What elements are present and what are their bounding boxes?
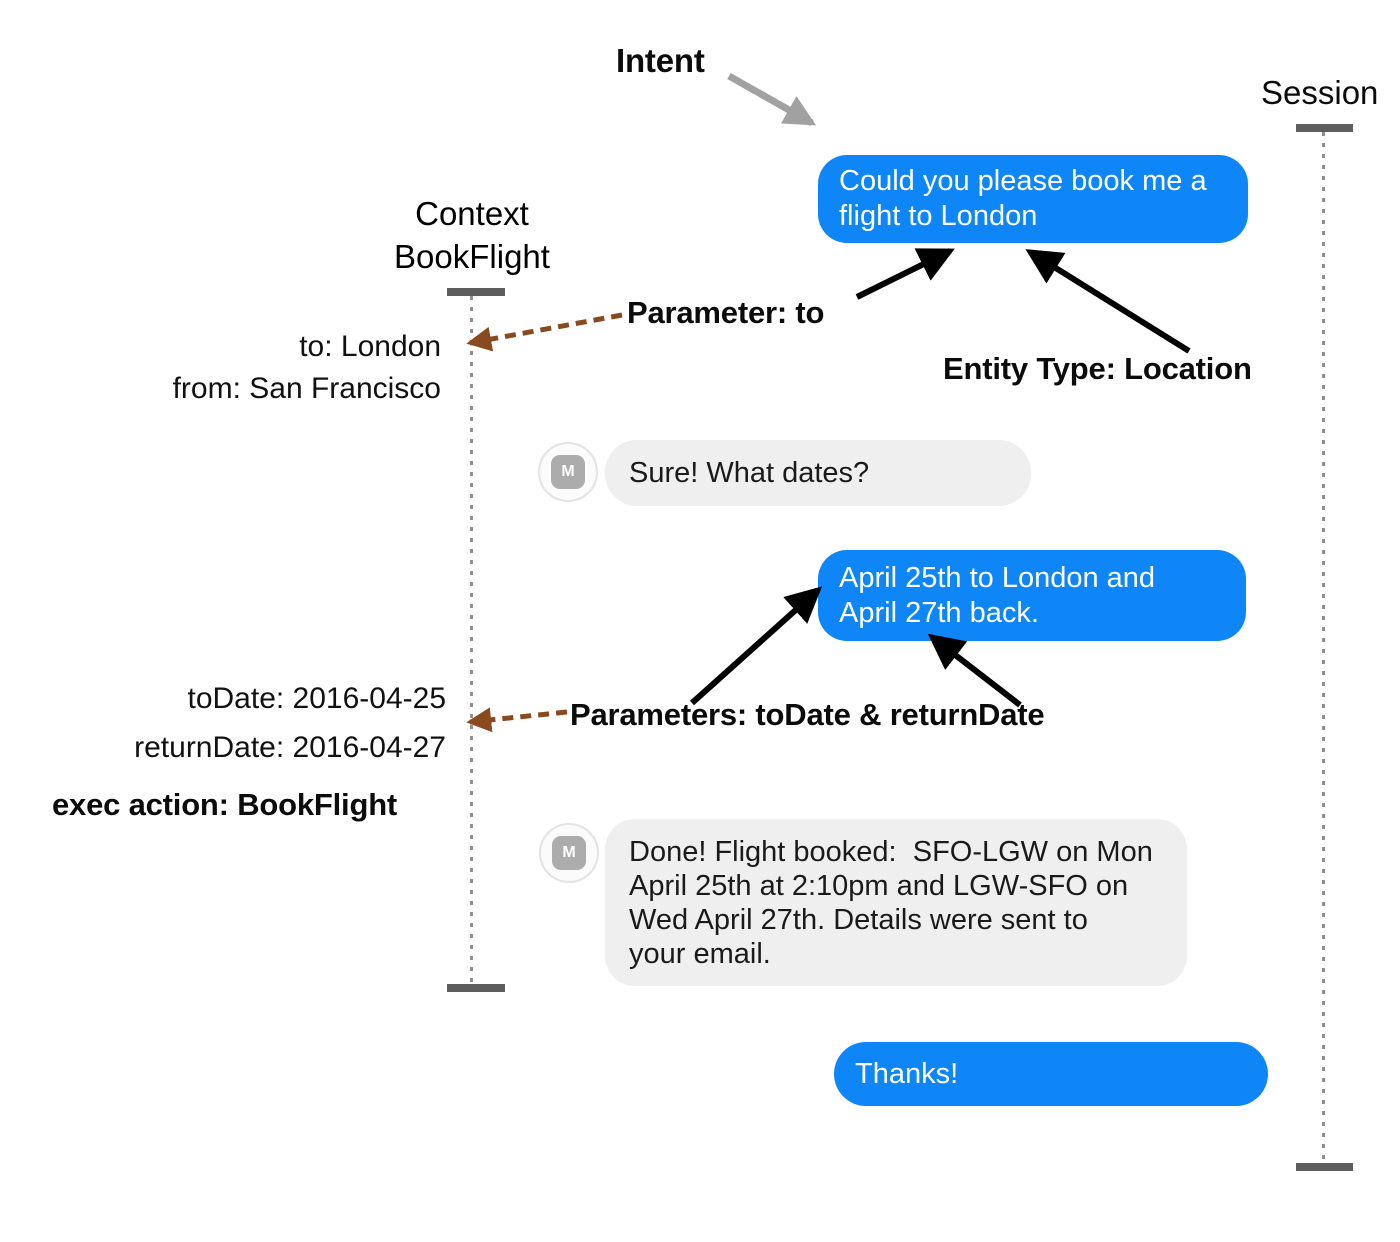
chat-bubble-bot-what-dates: Sure! What dates? — [605, 440, 1031, 506]
context-timeline-top-cap — [447, 288, 505, 296]
session-label: Session — [1261, 74, 1379, 111]
parameters-dates-label: Parameters: toDate & returnDate — [570, 697, 1045, 732]
parameter-to-arrow — [855, 248, 955, 300]
chat-bubble-user-dates: April 25th to London and April 27th back… — [818, 550, 1246, 641]
bot-avatar: M — [538, 442, 598, 502]
entity-type-arrow — [1025, 249, 1191, 354]
context-label-line2: BookFlight — [394, 238, 550, 275]
intent-arrow — [727, 72, 817, 127]
parameters-arrow-returndate — [927, 633, 1022, 708]
bot-avatar-m-icon: M — [551, 455, 585, 489]
entity-type-label: Entity Type: Location — [943, 351, 1252, 386]
parameters-dashed-arrow — [466, 707, 568, 733]
chat-bubble-user-book-flight: Could you please book me a flight to Lon… — [818, 155, 1248, 243]
parameter-to-label: Parameter: to — [627, 295, 825, 330]
context-values-dates: toDate: 2016-04-25 returnDate: 2016-04-2… — [134, 674, 446, 772]
intent-label: Intent — [616, 42, 705, 79]
parameter-to-dashed-arrow — [466, 312, 623, 352]
exec-action-label: exec action: BookFlight — [52, 787, 398, 822]
chat-bubble-bot-booked: Done! Flight booked: SFO-LGW on Mon Apri… — [605, 819, 1187, 986]
context-timeline-line — [470, 296, 473, 984]
context-label: Context BookFlight — [377, 192, 567, 278]
chat-bubble-user-thanks: Thanks! — [834, 1042, 1268, 1106]
session-timeline-line — [1322, 132, 1325, 1163]
context-value-todate: toDate: 2016-04-25 — [187, 682, 446, 715]
session-timeline-bottom-cap — [1296, 1163, 1353, 1171]
bot-avatar-m-icon-2: M — [552, 836, 586, 870]
context-values-location: to: London from: San Francisco — [173, 326, 441, 410]
context-label-line1: Context — [415, 195, 529, 232]
context-value-to: to: London — [299, 330, 441, 363]
session-timeline-top-cap — [1296, 124, 1353, 132]
parameters-arrow-todate — [689, 586, 823, 706]
context-value-returndate: returnDate: 2016-04-27 — [134, 731, 446, 764]
bot-avatar-2: M — [539, 823, 599, 883]
context-timeline-bottom-cap — [447, 984, 505, 992]
context-value-from: from: San Francisco — [172, 372, 441, 405]
